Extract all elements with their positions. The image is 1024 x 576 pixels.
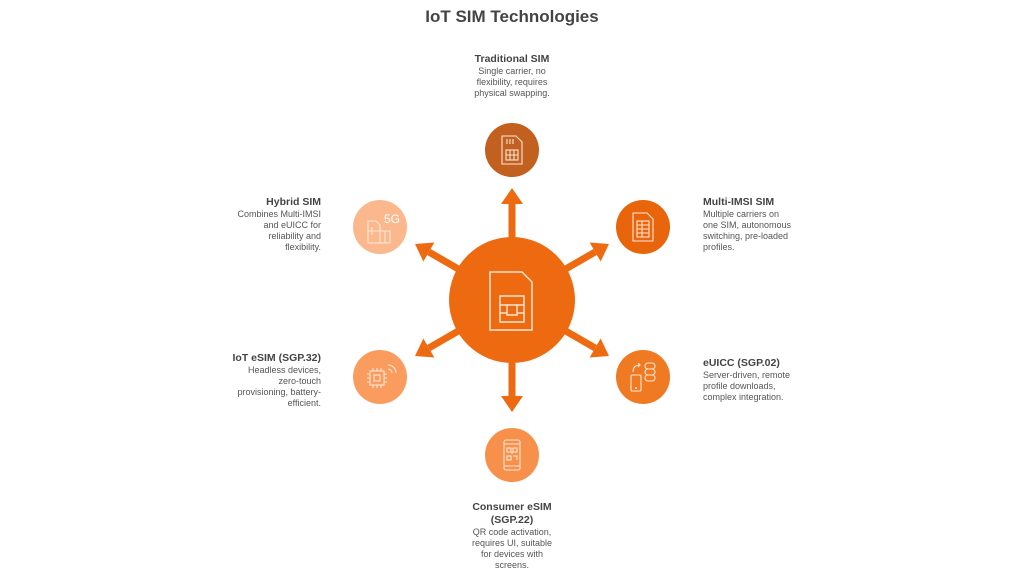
item-title: Hybrid SIM bbox=[266, 196, 321, 208]
item-circle bbox=[485, 123, 539, 177]
arrow bbox=[562, 242, 609, 274]
item-desc: Single carrier, no flexibility, requires… bbox=[474, 66, 550, 98]
item-multi-imsi-sim: Multi-IMSI SIM Multiple carriers on one … bbox=[703, 196, 823, 253]
chip-wireless-icon bbox=[367, 364, 397, 388]
item-desc: Server-driven, remote profile downloads,… bbox=[703, 370, 791, 402]
phone-qr-icon bbox=[503, 439, 521, 471]
item-desc: Multiple carriers on one SIM, autonomous… bbox=[703, 209, 792, 252]
item-iot-esim: IoT eSIM (SGP.32) Headless devices, zero… bbox=[201, 352, 322, 409]
sim-card-icon bbox=[489, 271, 533, 331]
item-circle bbox=[616, 200, 670, 254]
item-traditional-sim: Traditional SIM Single carrier, no flexi… bbox=[452, 53, 572, 99]
item-title: Consumer eSIM (SGP.22) bbox=[472, 501, 552, 526]
item-title: Traditional SIM bbox=[474, 53, 550, 65]
sim-5g-icon: 5G bbox=[367, 212, 400, 244]
item-desc: Combines Multi-IMSI and eUICC for reliab… bbox=[237, 209, 321, 252]
arrow bbox=[501, 360, 523, 412]
item-desc: Headless devices, zero-touch provisionin… bbox=[237, 365, 321, 408]
item-desc: QR code activation, requires UI, suitabl… bbox=[471, 527, 553, 570]
arrow bbox=[501, 188, 523, 240]
arrow bbox=[415, 242, 462, 274]
center-circle bbox=[449, 237, 575, 363]
item-circle bbox=[353, 350, 407, 404]
arrow bbox=[562, 326, 609, 358]
item-euicc: eUICC (SGP.02) Server-driven, remote pro… bbox=[703, 357, 823, 403]
page-title: IoT SIM Technologies bbox=[425, 7, 599, 26]
item-consumer-esim: Consumer eSIM (SGP.22) QR code activatio… bbox=[452, 501, 572, 571]
item-circle bbox=[485, 428, 539, 482]
server-device-sync-icon bbox=[630, 362, 656, 392]
item-circle: 5G bbox=[353, 200, 407, 254]
arrow bbox=[415, 326, 462, 358]
item-circle bbox=[616, 350, 670, 404]
sim-table-icon bbox=[632, 212, 654, 242]
item-hybrid-sim: Hybrid SIM Combines Multi-IMSI and eUICC… bbox=[201, 196, 321, 253]
item-title: IoT eSIM (SGP.32) bbox=[232, 352, 322, 364]
svg-text:5G: 5G bbox=[384, 212, 400, 226]
item-title: Multi-IMSI SIM bbox=[703, 196, 775, 208]
item-title: eUICC (SGP.02) bbox=[703, 357, 780, 369]
sim-card-icon bbox=[501, 135, 523, 165]
